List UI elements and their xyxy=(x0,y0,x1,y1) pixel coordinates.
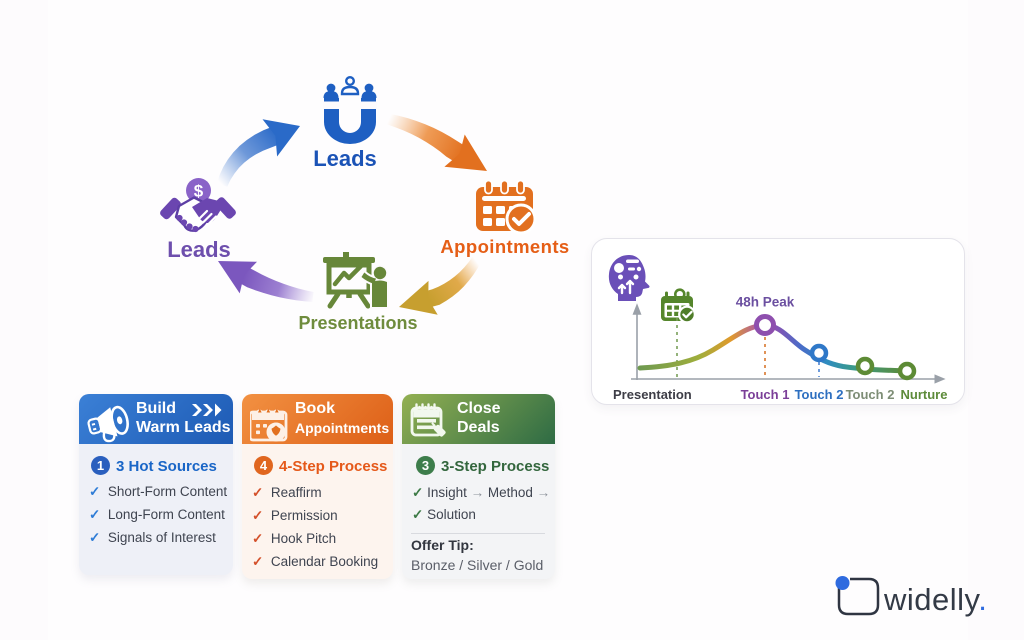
svg-text:$: $ xyxy=(194,182,204,201)
svg-text:Presentation: Presentation xyxy=(613,387,692,402)
svg-text:Touch 2: Touch 2 xyxy=(795,387,844,402)
svg-text:48h Peak: 48h Peak xyxy=(736,295,795,310)
svg-text:Touch 2: Touch 2 xyxy=(846,387,895,402)
svg-text:Nurture: Nurture xyxy=(901,387,948,402)
svg-text:Touch 1: Touch 1 xyxy=(741,387,790,402)
